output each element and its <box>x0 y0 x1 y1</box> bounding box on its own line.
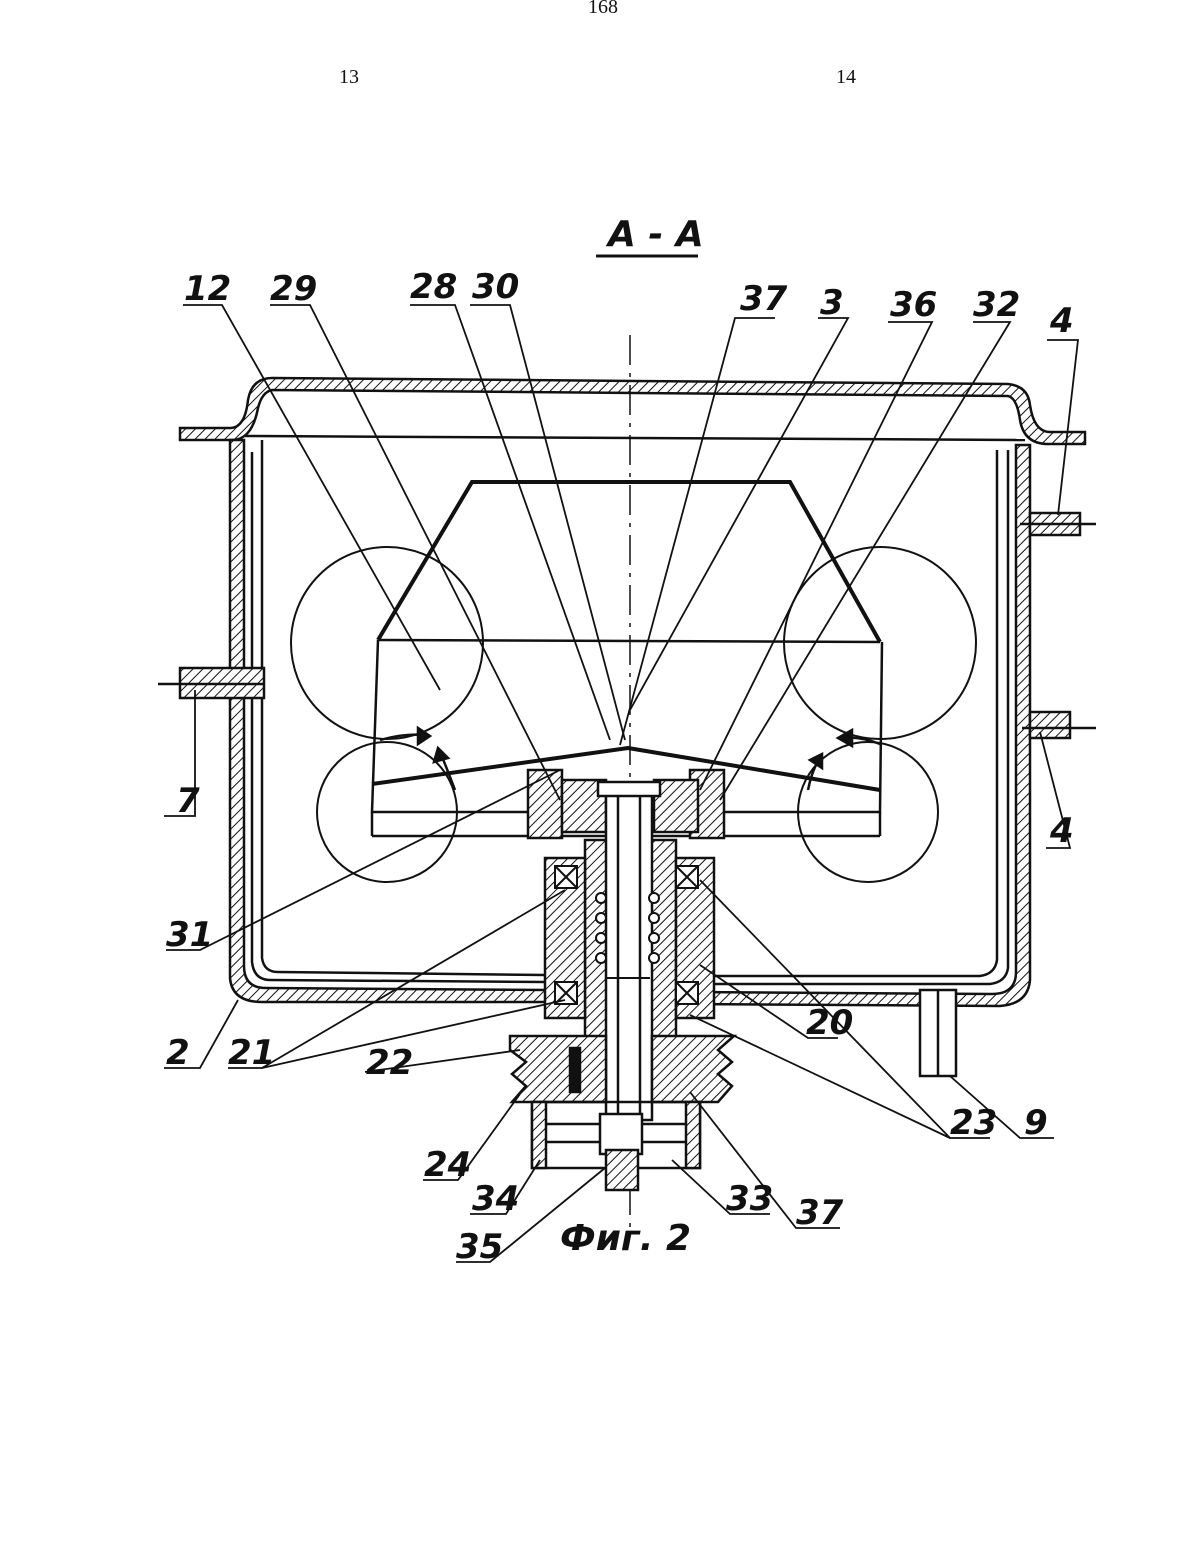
pipe-inlet-7 <box>158 668 264 698</box>
label-24: 24 <box>424 1145 471 1185</box>
label-33: 33 <box>726 1179 773 1219</box>
label-28: 28 <box>410 267 457 307</box>
label-12: 12 <box>184 269 231 309</box>
label-4-upper: 4 <box>1049 301 1074 341</box>
label-30: 30 <box>472 267 519 307</box>
bottom-housing <box>532 1102 700 1190</box>
label-23: 23 <box>950 1103 997 1143</box>
label-4-lower: 4 <box>1049 811 1074 851</box>
label-29: 29 <box>270 269 317 309</box>
lid <box>180 378 1085 444</box>
label-34: 34 <box>472 1179 519 1219</box>
pipe-inlet-4-upper <box>1020 513 1096 535</box>
label-31: 31 <box>166 915 213 955</box>
label-20: 20 <box>806 1003 853 1043</box>
label-36: 36 <box>890 285 937 325</box>
label-21: 21 <box>228 1033 275 1073</box>
label-3: 3 <box>820 283 844 323</box>
label-9: 9 <box>1024 1103 1048 1143</box>
label-7: 7 <box>176 781 200 821</box>
section-title-text: A - A <box>605 214 704 255</box>
label-22: 22 <box>366 1043 413 1083</box>
label-37-bottom: 37 <box>796 1193 844 1233</box>
section-title: A - A <box>596 214 704 256</box>
pipe-inlet-4-lower <box>1022 712 1096 738</box>
pipe-outlet-9 <box>920 990 956 1076</box>
figure-caption: Фиг. 2 <box>560 1218 691 1259</box>
label-2: 2 <box>166 1033 190 1073</box>
label-35: 35 <box>456 1227 503 1267</box>
label-32: 32 <box>973 285 1020 325</box>
label-37-top: 37 <box>740 279 788 319</box>
